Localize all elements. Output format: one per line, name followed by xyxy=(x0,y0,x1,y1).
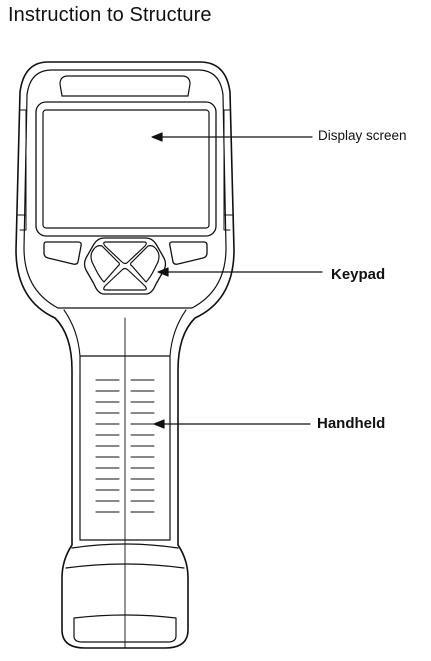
device-outer-body xyxy=(15,61,235,649)
grip-ribs xyxy=(95,379,155,513)
head-side-grip-left xyxy=(19,109,27,231)
soft-key-left xyxy=(43,241,82,265)
device-top-hood xyxy=(59,75,191,97)
page-title: Instruction to Structure xyxy=(8,4,212,26)
keypad-label: Keypad xyxy=(331,266,386,283)
dpad-outer xyxy=(83,237,167,295)
display-screen-label: Display screen xyxy=(318,128,407,143)
callout-arrows xyxy=(151,132,323,429)
display-screen xyxy=(42,109,210,229)
keypad-arrowhead xyxy=(157,267,169,277)
dpad-left-key xyxy=(90,245,121,283)
head-side-grip-right xyxy=(223,109,231,231)
handheld-label: Handheld xyxy=(317,415,386,432)
handle-cap-band xyxy=(65,563,185,569)
handle-grip-panel xyxy=(79,355,171,541)
handle-neck-right xyxy=(169,309,187,357)
handle-cap-base xyxy=(73,614,177,643)
screen-frame xyxy=(35,101,217,237)
dpad-right-key xyxy=(129,245,160,283)
handle-bottom-cap xyxy=(71,543,179,549)
dpad-down-key xyxy=(103,267,147,291)
soft-key-right xyxy=(169,241,208,265)
display-screen-arrowhead xyxy=(151,132,163,142)
handheld-arrowhead xyxy=(153,419,165,429)
dpad-up-key xyxy=(103,241,147,265)
device-bezel xyxy=(23,69,227,309)
handle-neck-left xyxy=(63,309,81,357)
